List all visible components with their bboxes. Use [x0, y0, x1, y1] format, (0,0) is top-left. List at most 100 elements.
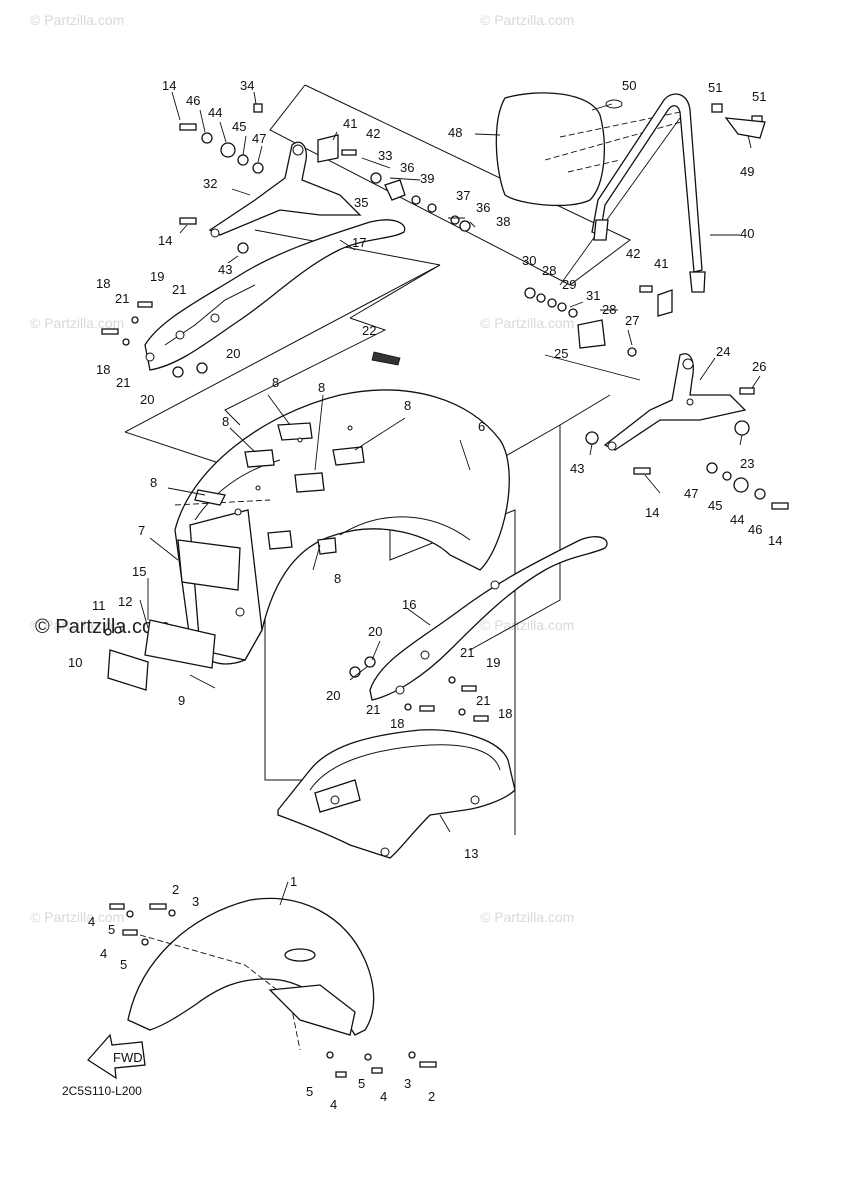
callout-number: 39	[420, 171, 434, 186]
backrest-pad	[495, 92, 691, 207]
callout-number: 22	[362, 323, 376, 338]
side-rail-left	[144, 219, 406, 371]
watermark-text: © Partzilla.com	[30, 315, 124, 331]
callout-number: 45	[708, 498, 722, 513]
inner-fender	[277, 729, 516, 859]
diagram-code: 2C5S110-L200	[62, 1084, 142, 1098]
callout-number: 28	[602, 302, 616, 317]
callout-number: 30	[522, 253, 536, 268]
callout-number: 7	[138, 523, 145, 538]
callout-number: 10	[68, 655, 82, 670]
callout-number: 20	[326, 688, 340, 703]
callout-number: 3	[404, 1076, 411, 1091]
callout-number: 18	[390, 716, 404, 731]
callout-number: 9	[178, 693, 185, 708]
callout-number: 14	[645, 505, 659, 520]
callout-number: 37	[456, 188, 470, 203]
callout-number: 36	[476, 200, 490, 215]
callout-number: 8	[222, 414, 229, 429]
left-bracket	[208, 141, 362, 238]
license-bracket	[107, 599, 216, 691]
callout-number: 11	[92, 598, 106, 613]
callout-number: 3	[192, 894, 199, 909]
watermark-text: © Partzilla.com	[30, 12, 124, 28]
callout-number: 36	[400, 160, 414, 175]
callout-number: 4	[380, 1089, 387, 1104]
callout-number: 5	[358, 1076, 365, 1091]
callout-number: 21	[115, 291, 129, 306]
callout-number: 2	[172, 882, 179, 897]
callout-number: 18	[96, 276, 110, 291]
callout-number: 46	[186, 93, 200, 108]
callout-number: 8	[404, 398, 411, 413]
callout-number: 21	[476, 693, 490, 708]
watermark-main: © Partzilla.com	[35, 616, 170, 638]
callout-number: 18	[96, 362, 110, 377]
callout-number: 26	[752, 359, 766, 374]
callout-number: 2	[428, 1089, 435, 1104]
callout-number: 19	[150, 269, 164, 284]
callout-number: 20	[368, 624, 382, 639]
callout-number: 5	[108, 922, 115, 937]
watermark-text: © Partzilla.com	[480, 12, 574, 28]
callout-number: 46	[748, 522, 762, 537]
callout-number: 44	[208, 105, 222, 120]
watermarks: © Partzilla.com © Partzilla.com © Partzi…	[30, 12, 574, 925]
callout-number: 43	[570, 461, 584, 476]
callout-number: 48	[448, 125, 462, 140]
callout-number: 12	[118, 594, 132, 609]
callout-number: 14	[158, 233, 172, 248]
callout-number: 15	[132, 564, 146, 579]
callout-number: 17	[352, 235, 366, 250]
callout-number: 19	[486, 655, 500, 670]
callout-number: 20	[140, 392, 154, 407]
fasteners	[101, 103, 789, 1078]
side-rail-right	[369, 536, 608, 701]
rear-fender	[174, 389, 510, 665]
right-bracket	[603, 353, 747, 451]
callout-number: 5	[306, 1084, 313, 1099]
callout-number: 18	[498, 706, 512, 721]
callout-number: 14	[768, 533, 782, 548]
callout-number: 41	[343, 116, 357, 131]
watermark-text: © Partzilla.com	[480, 909, 574, 925]
leader-lines	[147, 91, 761, 906]
watermark-text: © Partzilla.com	[480, 315, 574, 331]
callout-number: 13	[464, 846, 478, 861]
callout-number: 51	[708, 80, 722, 95]
callout-number: 42	[366, 126, 380, 141]
watermark-text: © Partzilla.com	[30, 909, 124, 925]
callout-number: 43	[218, 262, 232, 277]
callout-number: 24	[716, 344, 730, 359]
callout-number: 28	[542, 263, 556, 278]
callout-number: 35	[354, 195, 368, 210]
callout-number: 8	[318, 380, 325, 395]
callout-number: 21	[172, 282, 186, 297]
callout-number: 5	[120, 957, 127, 972]
callout-number: 21	[460, 645, 474, 660]
callout-number: 47	[684, 486, 698, 501]
forward-arrow: FWD	[87, 1033, 146, 1080]
callout-number: 4	[88, 914, 95, 929]
front-fender	[127, 897, 375, 1051]
callout-number: 1	[290, 874, 297, 889]
watermark-text: © Partzilla.com	[480, 617, 574, 633]
callout-number: 23	[740, 456, 754, 471]
callout-number: 4	[100, 946, 107, 961]
backrest-bar	[591, 93, 706, 293]
callout-number: 25	[554, 346, 568, 361]
callout-number: 29	[562, 277, 576, 292]
callout-number: 47	[252, 131, 266, 146]
callout-number: 27	[625, 313, 639, 328]
forward-label: FWD	[113, 1050, 143, 1065]
callout-number: 4	[330, 1097, 337, 1112]
callout-number: 49	[740, 164, 754, 179]
callout-number: 6	[478, 419, 485, 434]
callout-number: 8	[334, 571, 341, 586]
callout-number: 32	[203, 176, 217, 191]
callout-number: 8	[272, 375, 279, 390]
callout-number: 44	[730, 512, 744, 527]
callout-number: 45	[232, 119, 246, 134]
callout-number: 21	[366, 702, 380, 717]
